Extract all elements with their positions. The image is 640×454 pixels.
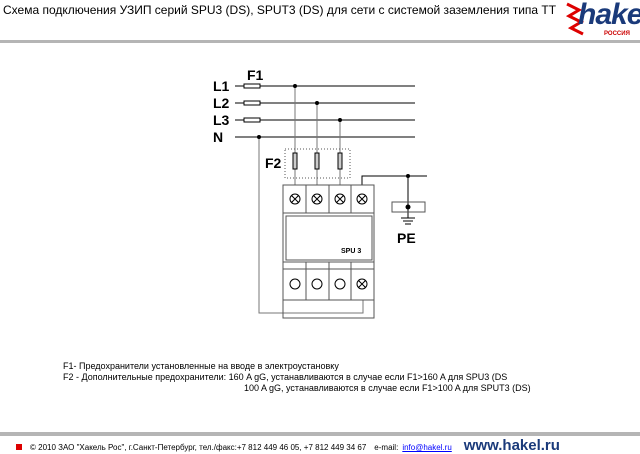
header-divider [0,40,640,43]
terminal-icon [334,193,346,205]
label-f2: F2 [265,155,282,171]
logo-subtitle: РОССИЯ [604,31,630,37]
terminal-icon [311,193,323,205]
terminal-icon [356,193,368,205]
lightning-icon [565,0,585,41]
wiring-diagram: L1 L2 L3 N F1 F2 PE SPU 3 [213,67,427,319]
note-f2-cont: 100 A gG, устанавливаются в случае если … [244,383,531,393]
logo: hakel [578,0,640,31]
terminal-icon [356,278,368,290]
page-title: Схема подключения УЗИП серий SPU3 (DS), … [3,3,557,17]
label-n: N [213,129,223,145]
terminal-icon [289,193,301,205]
note-f1: F1- Предохранители установленные на ввод… [63,361,339,371]
website-link[interactable]: www.hakel.ru [463,437,560,454]
label-pe: PE [397,230,416,246]
bullet-icon [16,444,22,450]
footer: © 2010 ЗАО "Хакель Рос", г.Санкт-Петербу… [16,437,560,454]
notes: F1- Предохранители установленные на ввод… [63,361,531,394]
email-link[interactable]: info@hakel.ru [402,443,452,452]
note-f2: F2 - Дополнительные предохранители: 160 … [63,372,508,382]
device-label: SPU 3 [341,248,361,255]
copyright: © 2010 ЗАО "Хакель Рос", г.Санкт-Петербу… [30,443,367,452]
email-label: e-mail: [374,443,399,452]
label-f1: F1 [247,67,264,83]
label-l3: L3 [213,112,230,128]
label-l2: L2 [213,95,230,111]
label-l1: L1 [213,78,230,94]
footer-divider [0,432,640,436]
